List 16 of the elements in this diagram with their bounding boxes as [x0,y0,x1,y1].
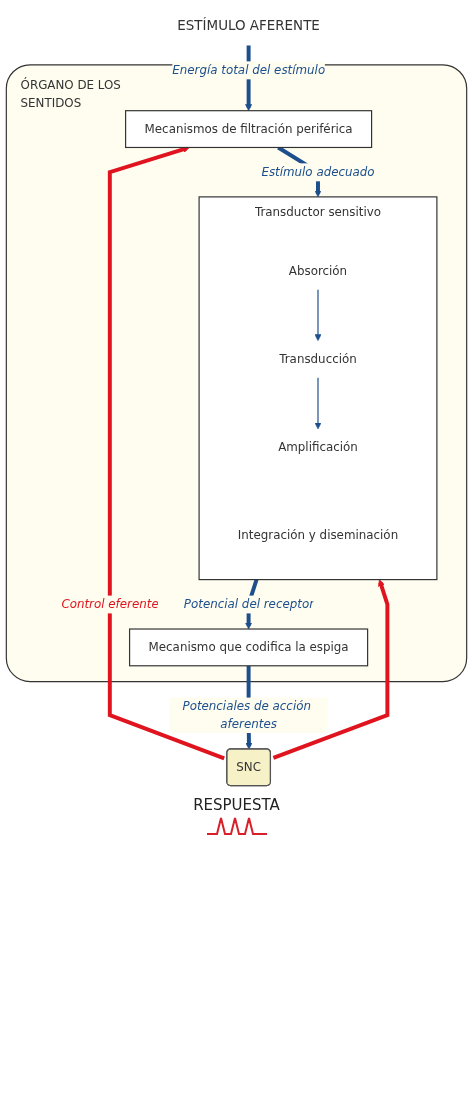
edge-label: Estímulo adecuado [261,164,375,180]
node-box: Mecanismo que codifica la espiga [129,628,369,667]
response-label: RESPUESTA [193,795,280,814]
edge-label: Control eferente [61,596,159,612]
node-text: Transducción [279,351,357,367]
arrow [272,579,390,760]
arrow [314,288,322,342]
node-text: Absorción [288,263,348,278]
node-box: Mecanismos de filtración periférica [125,110,373,149]
edge-label: Potenciales de acción aferentes [182,699,311,732]
edge-label: Energía total del estímulo [172,62,326,78]
arrow [107,146,225,761]
node-text: ESTÍMULO AFERENTE [177,17,320,34]
node-text: Integración y diseminación [237,528,399,543]
arrow [314,376,322,430]
node-text: Amplificación [278,440,358,455]
